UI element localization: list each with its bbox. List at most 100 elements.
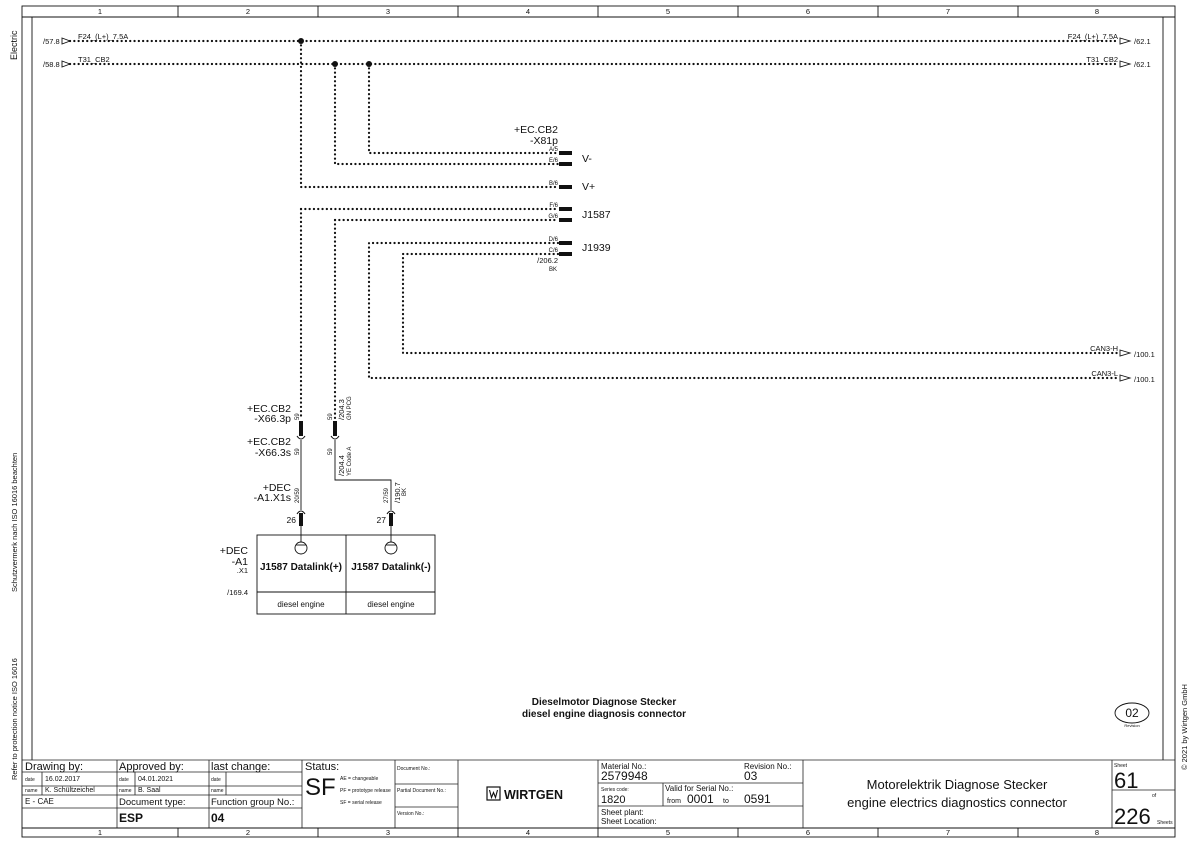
wire <box>367 62 560 155</box>
connector-x81p: +EC.CB2 -X81p A/5 E/6 B/6 F/6 G/6 D/6 C/… <box>514 124 611 273</box>
sheet-frame <box>21 5 1176 838</box>
drawing-name: K. Schültzeichel <box>45 787 95 794</box>
revision-number: 03 <box>744 769 758 783</box>
cross-ref: /58.8 <box>43 60 60 69</box>
arrow-out-icon <box>1119 374 1132 382</box>
cross-ref: /204.3 <box>337 399 346 420</box>
pin-label: 59 <box>295 448 301 455</box>
pin-label: E/6 <box>549 158 559 164</box>
serial-from: 0001 <box>687 792 714 806</box>
status-label: Status: <box>305 761 339 773</box>
arrow-out-icon <box>1119 37 1132 45</box>
cross-ref: /62.1 <box>1134 37 1151 46</box>
device-dec-a1: J1587 Datalink(+) J1587 Datalink(-) dies… <box>220 534 436 615</box>
potential-label: F24_(L+)_7.5A <box>78 32 128 41</box>
wire <box>367 241 1120 380</box>
pin-label: A/5 <box>549 147 559 153</box>
potential-label: CAN3-L <box>1091 369 1118 378</box>
column-numbers-top: 1 2 3 4 5 6 7 8 <box>98 7 1099 16</box>
x81-wiring <box>299 39 1120 420</box>
department: E - CAE <box>25 797 54 806</box>
pin-label: B/6 <box>549 181 559 187</box>
potential-arrows <box>61 37 1132 382</box>
column-number: 1 <box>98 828 102 837</box>
title-block-text: Drawing by: Approved by: last change: St… <box>25 761 1173 829</box>
pin-symbol-icon <box>294 535 308 555</box>
pin-number: 26 <box>287 515 297 525</box>
sheet-plant-label: Sheet plant: <box>601 808 644 817</box>
connector-location: +DEC <box>263 482 292 494</box>
document-type-label: Document type: <box>119 797 186 808</box>
pin-label: C/6 <box>549 248 559 254</box>
connector-location: +EC.CB2 <box>247 403 291 415</box>
date-label: date <box>211 777 221 783</box>
column-number: 7 <box>946 7 950 16</box>
status-legend: SF = serial release <box>340 800 382 806</box>
signal-label-j1939: J1939 <box>582 242 611 254</box>
column-number: 5 <box>666 7 670 16</box>
device-location: +DEC <box>220 545 249 557</box>
device-connector: .X1 <box>237 566 248 575</box>
pin-label: 59 <box>328 448 334 455</box>
wire-color: BK <box>402 488 408 496</box>
material-label: Material No.: <box>601 762 646 771</box>
pin-label: 27/59 <box>384 487 390 503</box>
pin-label: F/6 <box>549 203 558 209</box>
series-label: Series code: <box>601 787 629 793</box>
connector-name: -X66.3p <box>254 413 291 425</box>
w-logo-icon <box>486 786 501 801</box>
socket-icon <box>296 510 306 515</box>
wire-color: YE Code A <box>347 447 353 476</box>
cross-ref: /206.2 <box>537 256 558 265</box>
title-block <box>22 759 1175 828</box>
sheet-number: 61 <box>1114 768 1138 793</box>
date-label: date <box>25 777 35 783</box>
name-label: name <box>25 788 38 794</box>
revision-label: Revision No.: <box>744 762 792 771</box>
column-number: 8 <box>1095 7 1099 16</box>
arrow-in-icon <box>61 60 72 68</box>
pin-number: 27 <box>377 515 387 525</box>
pin-label: 59 <box>328 413 334 420</box>
column-number: 3 <box>386 7 390 16</box>
wire <box>299 39 560 189</box>
wire-color: BK <box>549 267 557 273</box>
side-label-iso-de: Schutzvermerk nach ISO 16016 beachten <box>10 453 19 592</box>
socket-icon <box>330 435 340 440</box>
document-type: ESP <box>119 811 143 825</box>
column-number: 4 <box>526 828 530 837</box>
cross-ref: /100.1 <box>1134 350 1155 359</box>
column-number: 5 <box>666 828 670 837</box>
side-label-copyright: © 2021 by Wirtgen GmbH <box>1180 684 1189 770</box>
function-group-label: Function group No.: <box>211 797 294 808</box>
date-label: date <box>119 777 129 783</box>
column-number: 2 <box>246 828 250 837</box>
connector-dec-x1s: +DEC -A1.X1s 20/59 27/59 BK /190.7 26 27 <box>254 482 408 535</box>
arrow-in-icon <box>61 37 72 45</box>
potential-labels: /57.8 F24_(L+)_7.5A /58.8 T31_CB2 F24_(L… <box>43 32 1155 384</box>
potential-label: T31_CB2 <box>1086 55 1118 64</box>
revision-badge-value: 02 <box>1125 706 1139 720</box>
caption-english: diesel engine diagnosis connector <box>522 709 686 720</box>
arrow-out-icon <box>1119 60 1132 68</box>
name-label: name <box>211 788 224 794</box>
last-change-label: last change: <box>211 761 270 773</box>
device-function-title: J1587 Datalink(-) <box>351 562 430 573</box>
cross-ref: /190.7 <box>393 482 402 503</box>
pin-symbol-icon <box>384 535 398 555</box>
cross-ref: /204.4 <box>337 455 346 476</box>
partial-document-label: Partial Document No.: <box>397 788 446 794</box>
connector-name: -A1.X1s <box>254 492 291 504</box>
connector-name: -X81p <box>530 135 558 147</box>
from-label: from <box>667 798 681 805</box>
column-number: 6 <box>806 828 810 837</box>
column-number: 4 <box>526 7 530 16</box>
series-code: 1820 <box>601 794 625 806</box>
caption-german: Dieselmotor Diagnose Stecker <box>532 697 677 708</box>
wirtgen-logo: WIRTGEN <box>486 786 563 802</box>
of-label: of <box>1152 793 1157 799</box>
pin-label: D/6 <box>549 237 559 243</box>
material-number: 2579948 <box>601 769 648 783</box>
sheet-title-english: engine electrics diagnostics connector <box>847 795 1067 810</box>
